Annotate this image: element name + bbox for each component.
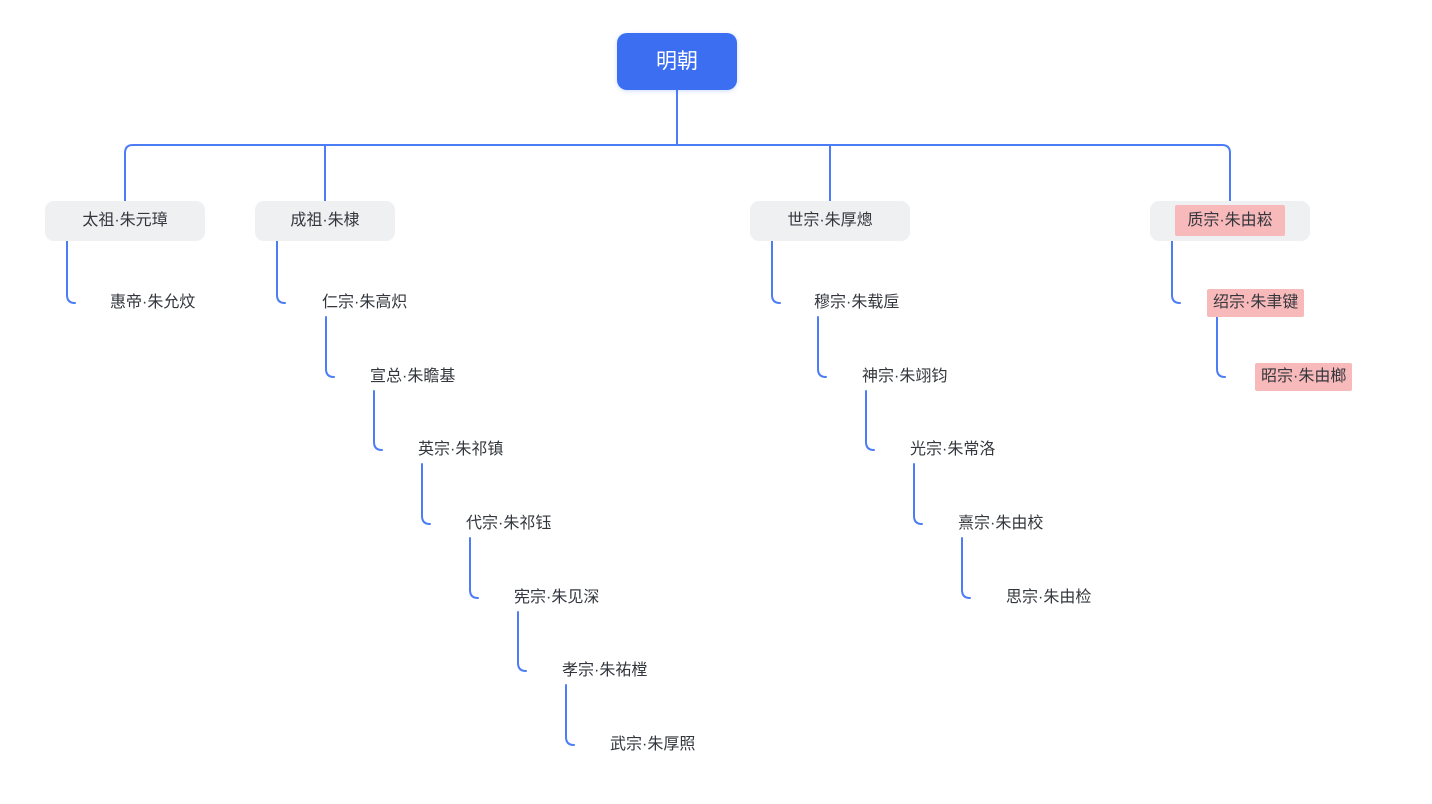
node-shizong[interactable]: 世宗·朱厚熜 xyxy=(750,201,910,241)
connector-chengzu-renzong xyxy=(276,240,286,304)
connector-bus xyxy=(124,144,1231,202)
node-xizong[interactable]: 熹宗·朱由校 xyxy=(958,515,1044,532)
connector-shenzong-guangzong xyxy=(865,390,875,451)
node-zhaozong[interactable]: 昭宗·朱由榔 xyxy=(1255,363,1353,391)
node-xiaozong[interactable]: 孝宗·朱祐樘 xyxy=(562,662,648,679)
node-xuanzong[interactable]: 宣总·朱瞻基 xyxy=(370,368,456,385)
node-shaozong[interactable]: 绍宗·朱聿键 xyxy=(1207,289,1305,317)
node-huidi[interactable]: 惠帝·朱允炆 xyxy=(110,294,196,311)
node-sizong[interactable]: 思宗·朱由检 xyxy=(1006,589,1092,606)
connector-muzong-shenzong xyxy=(817,316,827,378)
node-muzong[interactable]: 穆宗·朱载垕 xyxy=(814,294,900,311)
node-yingzong[interactable]: 英宗·朱祁镇 xyxy=(418,441,504,458)
node-xianzong[interactable]: 宪宗·朱见深 xyxy=(514,589,600,606)
node-shenzong[interactable]: 神宗·朱翊钧 xyxy=(862,368,948,385)
node-taizu[interactable]: 太祖·朱元璋 xyxy=(45,201,205,241)
connector-shizong-muzong xyxy=(771,240,781,304)
connector-renzong-xuanzong xyxy=(325,316,335,378)
connector-xizong-sizong xyxy=(961,537,971,599)
connector-guangzong-xizong xyxy=(913,463,923,525)
connector-zhizong-shaozong xyxy=(1171,240,1181,304)
node-wuzong[interactable]: 武宗·朱厚照 xyxy=(610,736,696,753)
connector-yingzong-daizong xyxy=(421,463,431,525)
connector-taizu-huidi xyxy=(66,240,76,304)
node-guangzong[interactable]: 光宗·朱常洛 xyxy=(910,441,996,458)
node-renzong[interactable]: 仁宗·朱高炽 xyxy=(322,294,408,311)
node-zhizong-highlight: 质宗·朱由崧 xyxy=(1175,205,1285,236)
node-daizong[interactable]: 代宗·朱祁钰 xyxy=(466,515,552,532)
connector-daizong-xianzong xyxy=(469,537,479,599)
connector-xiaozong-wuzong xyxy=(565,684,575,746)
connector-xuanzong-yingzong xyxy=(373,390,383,451)
node-root-mingchao[interactable]: 明朝 xyxy=(617,33,737,90)
node-chengzu[interactable]: 成祖·朱棣 xyxy=(255,201,395,241)
connector-xianzong-xiaozong xyxy=(517,611,527,672)
connector-shaozong-zhaozong xyxy=(1216,316,1226,378)
node-zhizong[interactable]: 质宗·朱由崧 xyxy=(1150,201,1310,241)
